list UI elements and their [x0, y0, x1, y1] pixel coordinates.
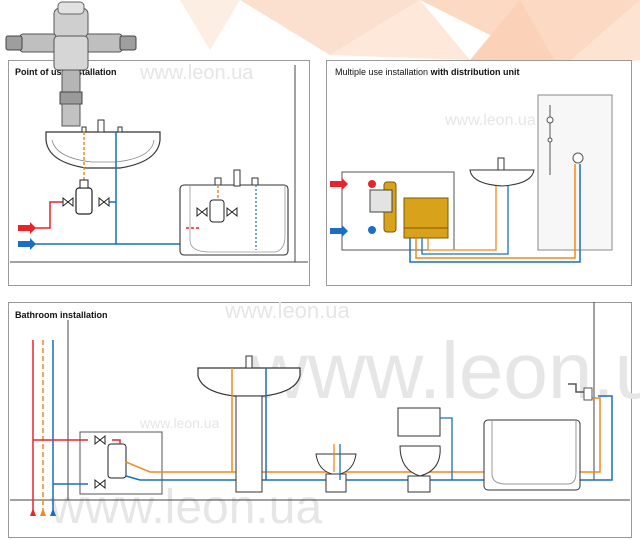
watermark-4: www.leon.ua — [250, 326, 640, 415]
point-of-use-drawing — [10, 65, 308, 263]
watermark-6: www.leon.ua — [140, 415, 220, 431]
watermark-1: www.leon.ua — [140, 62, 254, 84]
multiple-use-drawing — [330, 94, 613, 263]
mixing-valve-icon — [5, 1, 137, 127]
multiple-use-title: Multiple use installation with distribut… — [335, 67, 520, 77]
watermark-3: www.leon.ua — [225, 298, 350, 323]
multiple-use-title-prefix: Multiple use installation — [335, 67, 431, 77]
bathroom-drawing — [10, 302, 630, 516]
bathroom-title: Bathroom installation — [15, 310, 108, 320]
watermark-2: www.leon.ua — [445, 112, 536, 129]
multiple-use-title-bold: with distribution unit — [430, 67, 520, 77]
